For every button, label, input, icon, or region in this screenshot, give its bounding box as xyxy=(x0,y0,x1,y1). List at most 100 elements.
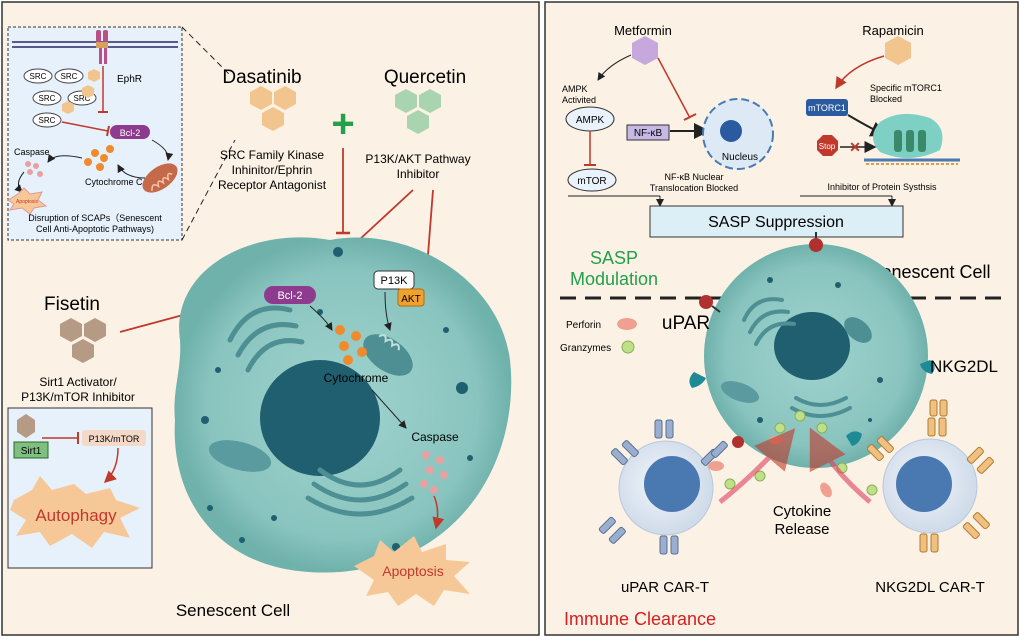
right-senescent-cell-label: Senescent Cell xyxy=(869,262,990,282)
protein-inhibitor-label: Inhibitor of Protein Systhsis xyxy=(827,182,937,192)
cytokine-line2: Release xyxy=(774,521,829,538)
akt-arrow xyxy=(383,291,392,331)
inset-caspase-dots xyxy=(25,161,43,177)
inset-apoptosis-label: Apoptosis xyxy=(16,199,38,205)
inset-bcl2-label: Bcl-2 xyxy=(120,128,141,138)
immune-clearance-label: Immune Clearance xyxy=(564,609,716,629)
golgi-apparatus xyxy=(227,305,415,517)
rapamicin-mtorc1-arrow xyxy=(835,55,885,90)
granzymes-legend-icon xyxy=(621,340,635,354)
ampk-activated-line1: AMPK xyxy=(562,84,588,94)
stop-label: Stop xyxy=(819,142,836,151)
src-label: SRC xyxy=(30,72,47,81)
inset-caption-line2: Cell Anti-Apoptotic Pathways) xyxy=(36,224,154,234)
inset-bcl2-pill xyxy=(110,125,150,139)
cytochrome-dots xyxy=(335,325,367,365)
nkg2dl-ligand-icon xyxy=(920,360,935,374)
inset-apoptosis-burst xyxy=(7,187,48,215)
mtorc1-box xyxy=(806,99,848,116)
metformin-nfkb-inhibit-bar xyxy=(683,113,697,121)
nkg2dl-cart-label: NKG2DL CAR-T xyxy=(875,579,984,596)
combination-plus-icon: + xyxy=(331,102,354,146)
p13k-box xyxy=(373,270,415,290)
cell-cytochrome-label: Cytochrome xyxy=(324,371,389,385)
quercetin-desc-line1: P13K/AKT Pathway xyxy=(365,152,470,166)
src-label: SRC xyxy=(39,116,56,125)
senescent-cell-left xyxy=(174,237,512,573)
akt-box xyxy=(397,288,425,307)
perforin-legend-icon xyxy=(617,318,637,330)
sirt1-label: Sirt1 xyxy=(21,446,42,457)
metformin-hexagon-icon xyxy=(632,36,658,65)
p13k-label: P13K xyxy=(381,275,409,287)
inset-inhibit-bar xyxy=(106,125,110,137)
mtor-autophagy-arrow xyxy=(103,447,119,484)
nfkb-blocked-line2: Translocation Blocked xyxy=(650,183,738,193)
right-cell-nucleus xyxy=(774,312,850,380)
sasp-modulation-line1: SASP xyxy=(590,248,638,268)
nfkb-box xyxy=(626,124,670,141)
inset-cytochrome-label: Cytochrome C xyxy=(85,177,143,187)
src-label: SRC xyxy=(61,72,78,81)
senescent-cell-right xyxy=(704,244,928,468)
inset-caspase-label: Caspase xyxy=(14,147,50,157)
src-label: SRC xyxy=(74,94,91,103)
inset-cytochrome-dots xyxy=(84,145,114,171)
metformin-nfkb-inhibit-line xyxy=(657,57,691,119)
cell-caspase-label: Caspase xyxy=(411,430,459,444)
nfkb-label: NF-κB xyxy=(634,128,663,139)
inset-connector-bottom xyxy=(181,139,236,241)
mtorc1-label: mTORC1 xyxy=(808,103,846,113)
mitochondria-icon xyxy=(208,440,272,472)
cell-nucleus xyxy=(260,360,380,476)
mtorc1-blocked-line2: Blocked xyxy=(870,94,902,104)
ampk-activated-line2: Activited xyxy=(562,95,596,105)
cytokine-arrow-left xyxy=(718,428,796,504)
upar-receptor-icon xyxy=(732,436,744,448)
mitochondria-icon xyxy=(363,334,413,376)
nkg2dl-ligand-icon xyxy=(689,372,706,388)
p13k-mtor-label: P13K/mTOR xyxy=(89,434,140,444)
apoptosis-burst xyxy=(354,536,470,606)
mitochondria-icon xyxy=(142,163,178,193)
autophagy-burst xyxy=(10,476,140,548)
fisetin-desc-line2: P13K/mTOR Inhibitor xyxy=(21,390,135,404)
right-golgi xyxy=(742,297,852,418)
cytokine-arrow-right xyxy=(809,427,872,504)
fisetin-desc-line1: Sirt1 Activator/ xyxy=(39,375,117,389)
dasatinib-title: Dasatinib xyxy=(222,67,301,88)
vesicles xyxy=(201,247,473,551)
p13k-mtor-box xyxy=(82,430,146,446)
inset-arrow xyxy=(151,139,174,161)
metformin-ampk-arrow xyxy=(597,54,632,81)
dasatinib-mini-hex xyxy=(88,69,100,82)
rapamicin-title: Rapamicin xyxy=(862,23,923,38)
left-cell-label: Senescent Cell xyxy=(176,601,290,620)
mtor-label: mTOR xyxy=(577,176,606,187)
inset-connector-top xyxy=(181,26,231,76)
stop-sign-icon xyxy=(817,135,838,156)
dasatinib-desc-line1: SRC Family Kinase xyxy=(220,148,324,162)
src-group: SRC SRC SRC SRC SRC xyxy=(23,68,97,128)
cytokine-line1: Cytokine xyxy=(773,503,831,520)
upar-cart-cell xyxy=(598,419,728,555)
caspase-apoptosis-arrow xyxy=(432,495,445,530)
rapamicin-hexagon-icon xyxy=(885,36,911,65)
apoptosis-label: Apoptosis xyxy=(382,563,443,579)
cytochrome-arrow xyxy=(371,389,407,429)
fisetin-hexagons-icon xyxy=(60,318,106,363)
dasatinib-desc-line2: Inhinitor/Ephrin xyxy=(232,163,313,177)
nucleus-label: Nucleus xyxy=(722,152,758,163)
inset-inhibit-line xyxy=(61,121,109,132)
upar-receptor-icon xyxy=(809,238,823,252)
cell-bcl2-pill xyxy=(264,286,316,304)
nfkb-blocked-line1: NF-κB Nuclear xyxy=(664,172,723,182)
granzymes-legend-label: Granzymes xyxy=(560,343,611,354)
dasatinib-mini-hex xyxy=(82,85,94,98)
inset-arrow xyxy=(117,164,146,179)
fisetin-mini-hex xyxy=(17,414,35,438)
quercetin-desc-line2: Inhibitor xyxy=(397,167,440,181)
cell-bcl2-label: Bcl-2 xyxy=(277,290,302,302)
